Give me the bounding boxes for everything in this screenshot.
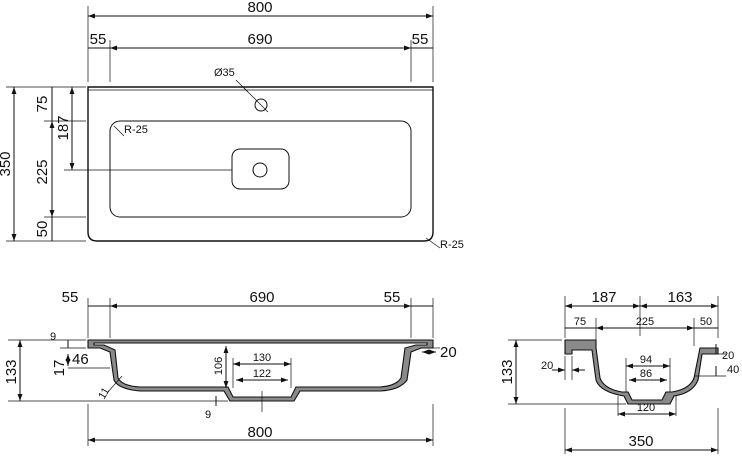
dim-187: 187 [55,115,72,140]
front-dim-46: 46 [72,351,89,368]
front-dim-17: 17 [51,360,68,377]
dim-690: 690 [247,31,272,48]
side-dim-163: 163 [667,289,692,306]
front-dim-130: 130 [253,352,271,364]
top-view-outline [87,86,434,242]
dim-55-right: 55 [412,31,429,48]
dim-800: 800 [247,0,272,16]
dim-225: 225 [34,159,51,184]
dim-75: 75 [34,96,51,113]
front-dim-20: 20 [440,344,457,361]
drain-cover [231,148,290,190]
outer-radius-label: R-25 [440,239,464,251]
side-section-profile [564,339,719,405]
side-dim-350: 350 [628,433,653,450]
dim-350: 350 [0,151,14,176]
front-dim-11: 11 [96,386,112,402]
front-dim-9-bottom: 9 [205,409,211,421]
side-dim-187: 187 [591,289,616,306]
side-dim-50: 50 [700,316,712,328]
side-dim-133: 133 [499,359,516,384]
tap-hole [254,98,268,112]
front-dim-55-right: 55 [384,289,401,306]
inner-radius-label: R-25 [124,124,148,136]
tap-hole-label: Ø35 [214,67,235,79]
front-dim-690: 690 [249,289,274,306]
front-dim-106: 106 [213,357,225,375]
side-dim-40: 40 [727,364,739,376]
front-dim-122: 122 [253,368,271,380]
bowl-outline [109,120,412,218]
front-section: 55 690 55 800 133 9 17 46 20 106 130 [3,289,457,446]
side-dim-75: 75 [574,316,586,328]
dim-50: 50 [34,221,51,238]
side-dim-120: 120 [637,402,655,414]
side-dim-20-left: 20 [541,360,553,372]
drain-hole [252,162,268,178]
side-dim-20-right: 20 [722,350,734,362]
front-dim-55-left: 55 [62,289,79,306]
side-dim-86: 86 [640,368,652,380]
front-dim-133: 133 [3,359,20,384]
front-dim-800: 800 [247,424,272,441]
side-section: 187 163 75 225 50 133 20 20 40 94 86 [499,289,739,454]
side-dim-225: 225 [636,316,654,328]
top-view: Ø35 800 55 690 55 350 75 225 50 187 R-25… [0,0,464,251]
side-dim-94: 94 [640,354,652,366]
dim-55-left: 55 [90,31,107,48]
front-dim-9-top: 9 [50,331,56,343]
